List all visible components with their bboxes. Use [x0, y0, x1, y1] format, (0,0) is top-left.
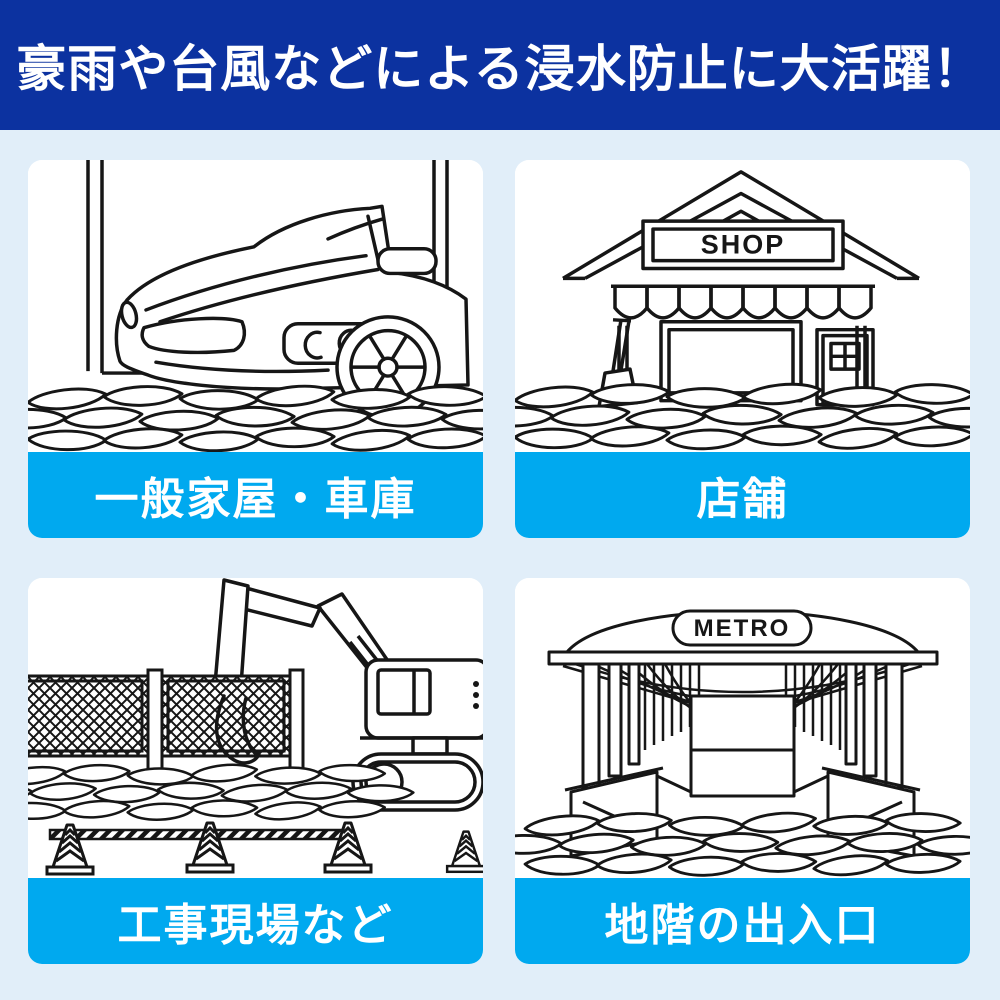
metro-columns-left [581, 662, 701, 790]
car-in-garage-illustration [28, 160, 483, 452]
panel-house-garage: 一般家屋・車庫 [28, 160, 483, 538]
caption-house-garage: 一般家屋・車庫 [28, 452, 483, 538]
excavator-bucket-icon [214, 694, 261, 765]
metro-columns-right [784, 662, 904, 790]
sandbags-icon [515, 811, 970, 877]
headline-title: 豪雨や台風などによる浸水防止に大活躍！ [16, 41, 984, 97]
caption-construction: 工事現場など [28, 878, 483, 964]
panel-construction: 工事現場など [28, 578, 483, 964]
metro-stairwell-icon [656, 694, 829, 798]
barrier-bar-icon [48, 828, 350, 841]
shop-sign [641, 219, 845, 271]
shop-sign-text: SHOP [701, 230, 785, 260]
metro-entrance-illustration: METRO [515, 578, 970, 878]
caption-shop: 店舗 [515, 452, 970, 538]
panel-metro: METRO 地階の出入口 [515, 578, 970, 964]
car-icon [114, 204, 470, 420]
construction-site-illustration [28, 578, 483, 878]
caption-text: 工事現場など [117, 901, 394, 950]
shop-storefront-illustration: SHOP [515, 160, 970, 452]
headline-banner: 豪雨や台風などによる浸水防止に大活躍！ [0, 0, 1000, 130]
caption-text: 店舗 [696, 475, 789, 524]
chain-link-fence-icon [28, 668, 305, 782]
traffic-cone-icon [445, 830, 483, 874]
metro-sign-text: METRO [694, 615, 791, 642]
metro-sign [671, 609, 813, 647]
shop-wall-posts [617, 325, 867, 404]
sandbags-icon [28, 763, 414, 821]
panel-shop: SHOP 店舗 [515, 160, 970, 538]
awning-icon [611, 284, 875, 320]
caption-text: 地階の出入口 [604, 901, 881, 950]
usecase-grid: 一般家屋・車庫 [0, 130, 1000, 964]
metro-canopy-icon [547, 610, 939, 666]
caption-text: 一般家屋・車庫 [94, 475, 417, 524]
sandbags-icon [28, 384, 483, 452]
caption-metro: 地階の出入口 [515, 878, 970, 964]
